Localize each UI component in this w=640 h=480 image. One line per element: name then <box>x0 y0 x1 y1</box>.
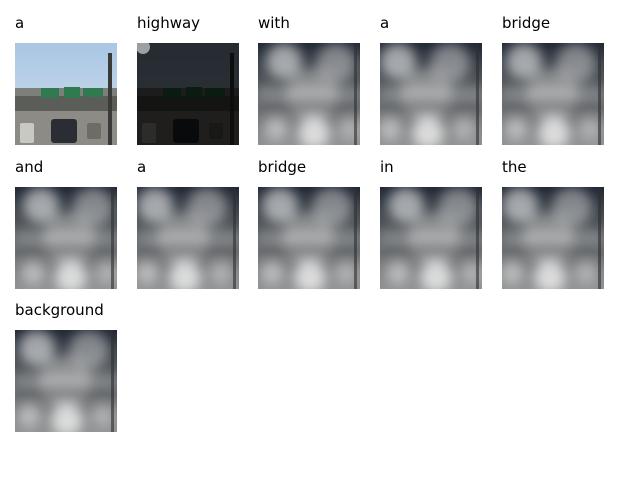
original-photo <box>15 43 117 145</box>
attention-map <box>15 330 117 432</box>
caption-word: the <box>502 158 527 176</box>
attention-map <box>380 187 482 289</box>
caption-word: background <box>15 301 104 319</box>
caption-word: with <box>258 14 290 32</box>
attention-map <box>137 187 239 289</box>
attention-map <box>258 43 360 145</box>
caption-word: a <box>137 158 147 176</box>
caption-word: in <box>380 158 394 176</box>
caption-word: and <box>15 158 44 176</box>
attention-map <box>502 187 604 289</box>
caption-word: bridge <box>502 14 551 32</box>
attention-map <box>380 43 482 145</box>
caption-word: a <box>380 14 390 32</box>
caption-word: highway <box>137 14 201 32</box>
caption-word: a <box>15 14 25 32</box>
attention-map <box>15 187 117 289</box>
attention-map <box>137 43 239 145</box>
caption-word: bridge <box>258 158 307 176</box>
attention-map <box>502 43 604 145</box>
attention-map <box>258 187 360 289</box>
